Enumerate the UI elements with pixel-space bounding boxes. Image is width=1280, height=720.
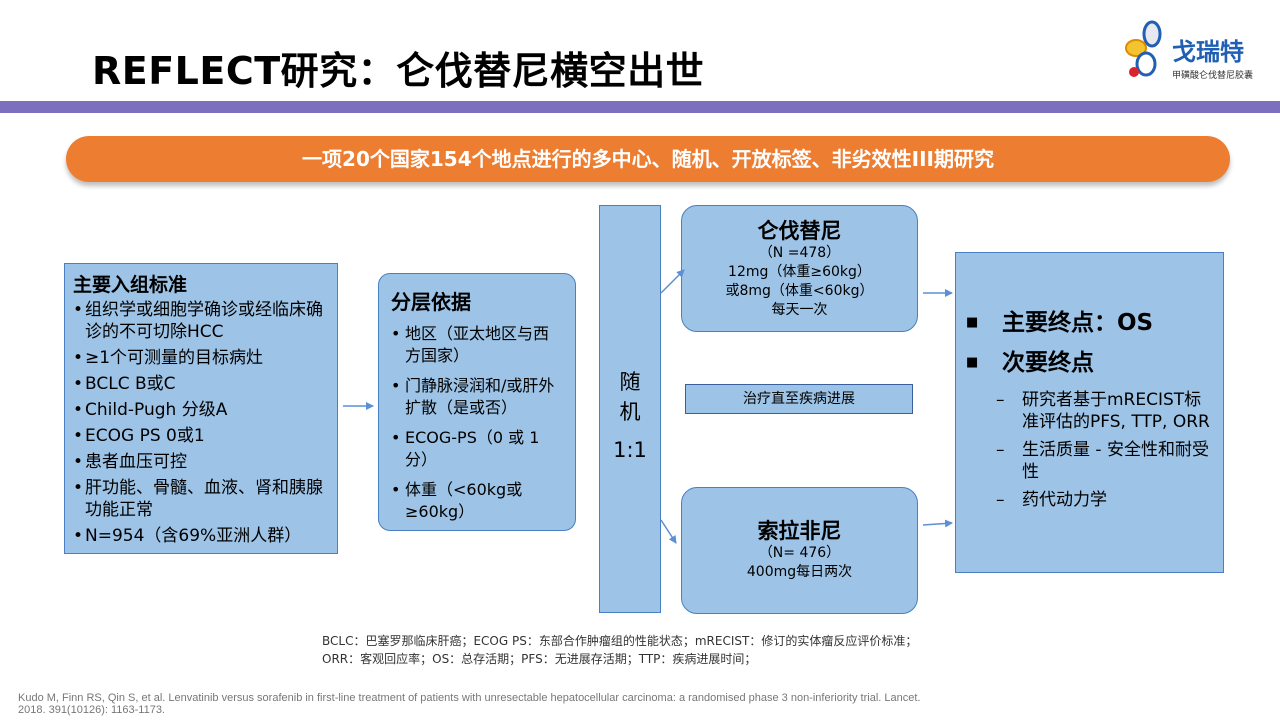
arrow-to-sorafenib <box>660 519 677 544</box>
slide-title: REFLECT研究：仑伐替尼横空出世 <box>92 49 705 93</box>
inclusion-heading: 主要入组标准 <box>73 274 188 296</box>
randomization-box: 随 机 1:1 <box>599 205 661 613</box>
list-item: 患者血压可控 <box>73 451 329 473</box>
randomization-ratio: 1:1 <box>613 438 647 462</box>
inclusion-list: 组织学或细胞学确诊或经临床确诊的不可切除HCC ≥1个可测量的目标病灶 BCLC… <box>73 299 329 547</box>
logo-name: 戈瑞特 <box>1172 38 1244 66</box>
randomization-char-1: 随 <box>619 370 641 394</box>
brand-logo: 戈瑞特 甲磺酸仑伐替尼胶囊 <box>1122 18 1272 88</box>
stratification-box: 分层依据 地区（亚太地区与西方国家） 门静脉浸润和/或肝外扩散（是或否） ECO… <box>378 273 576 531</box>
sorafenib-heading: 索拉非尼 <box>757 519 842 543</box>
logo-subtitle: 甲磺酸仑伐替尼胶囊 <box>1172 71 1254 81</box>
secondary-endpoint-item: 研究者基于mRECIST标准评估的PFS, TTP, ORR <box>966 389 1211 433</box>
list-item: 组织学或细胞学确诊或经临床确诊的不可切除HCC <box>73 299 329 343</box>
list-item: ECOG PS 0或1 <box>73 425 329 447</box>
inclusion-criteria-box: 主要入组标准 组织学或细胞学确诊或经临床确诊的不可切除HCC ≥1个可测量的目标… <box>64 263 338 554</box>
abbreviations: BCLC：巴塞罗那临床肝癌；ECOG PS：东部合作肿瘤组的性能状态；mRECI… <box>322 632 917 668</box>
reference: Kudo M, Finn RS, Qin S, et al. Lenvatini… <box>18 692 1118 716</box>
stratification-list: 地区（亚太地区与西方国家） 门静脉浸润和/或肝外扩散（是或否） ECOG-PS（… <box>391 323 563 523</box>
list-item: Child-Pugh 分级A <box>73 399 329 421</box>
secondary-endpoint-item: 生活质量 - 安全性和耐受性 <box>966 439 1211 483</box>
sorafenib-arm-box: 索拉非尼 （N= 476） 400mg每日两次 <box>681 487 918 614</box>
list-item: ECOG-PS（0 或 1 分） <box>391 427 563 471</box>
lenvatinib-heading: 仑伐替尼 <box>757 219 842 243</box>
sorafenib-dose: 400mg每日两次 <box>746 564 853 580</box>
abbreviation-line: ORR：客观回应率；OS：总存活期；PFS：无进展存活期；TTP：疾病进展时间； <box>322 652 757 666</box>
header-divider-bar <box>0 101 1280 113</box>
list-item: ≥1个可测量的目标病灶 <box>73 347 329 369</box>
list-item: 门静脉浸润和/或肝外扩散（是或否） <box>391 375 563 419</box>
stratification-heading: 分层依据 <box>391 290 471 314</box>
secondary-endpoint-heading: 次要终点 <box>966 343 1211 383</box>
lenvatinib-arm-box: 仑伐替尼 （N =478） 12mg（体重≥60kg） 或8mg（体重<60kg… <box>681 205 918 332</box>
treatment-until-progression-label: 治疗直至疾病进展 <box>685 384 913 414</box>
list-item: BCLC B或C <box>73 373 329 395</box>
study-banner: 一项20个国家154个地点进行的多中心、随机、开放标签、非劣效性III期研究 <box>66 136 1230 182</box>
endpoints-box: 主要终点：OS 次要终点 研究者基于mRECIST标准评估的PFS, TTP, … <box>955 252 1224 573</box>
randomization-char-2: 机 <box>619 400 641 424</box>
list-item: 地区（亚太地区与西方国家） <box>391 323 563 367</box>
flower-logo-icon <box>1125 20 1162 77</box>
sorafenib-n: （N= 476） <box>758 545 841 561</box>
list-item: 肝功能、骨髓、血液、肾和胰腺功能正常 <box>73 477 329 521</box>
lenvatinib-dose-heavy: 12mg（体重≥60kg） <box>728 264 871 280</box>
secondary-endpoint-item: 药代动力学 <box>966 489 1211 511</box>
lenvatinib-n: （N =478） <box>758 245 841 261</box>
reference-line: Kudo M, Finn RS, Qin S, et al. Lenvatini… <box>18 692 921 704</box>
arrow-sorafenib-to-endpoints <box>922 519 953 528</box>
lenvatinib-frequency: 每天一次 <box>771 302 828 318</box>
reference-line: 2018. 391(10126): 1163-1173. <box>18 704 165 716</box>
list-item: N=954（含69%亚洲人群） <box>73 525 329 547</box>
primary-endpoint: 主要终点：OS <box>966 303 1211 343</box>
lenvatinib-dose-light: 或8mg（体重<60kg） <box>725 283 874 299</box>
abbreviation-line: BCLC：巴塞罗那临床肝癌；ECOG PS：东部合作肿瘤组的性能状态；mRECI… <box>322 634 918 648</box>
list-item: 体重（<60kg或≥60kg） <box>391 479 563 523</box>
